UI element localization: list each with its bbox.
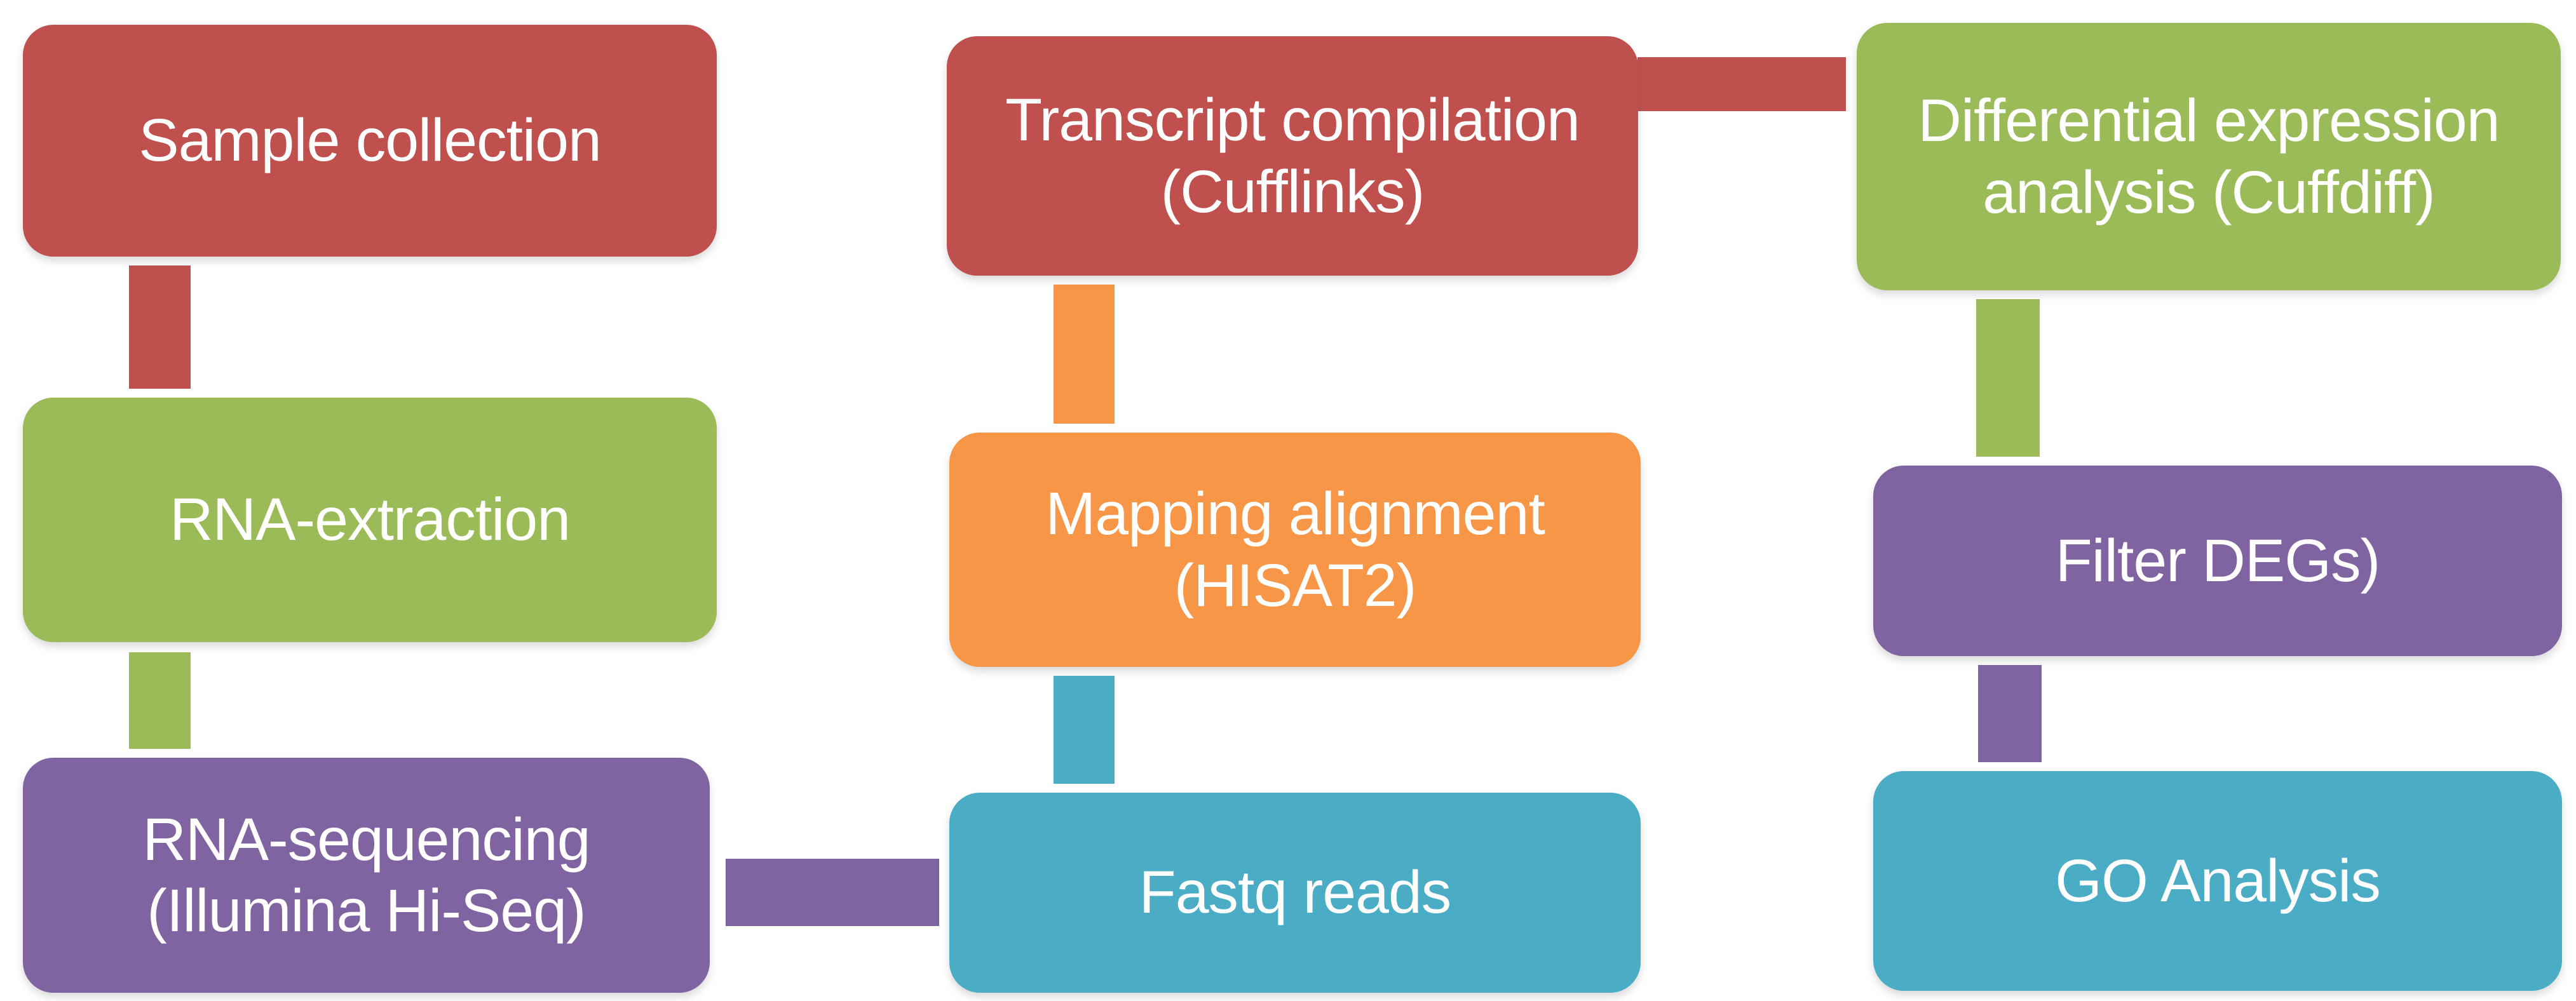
node-label: analysis (Cuffdiff) bbox=[1983, 158, 2435, 226]
node-transcript-compilation: Transcript compilation (Cufflinks) bbox=[947, 36, 1638, 276]
node-label: Transcript compilation bbox=[1005, 86, 1580, 154]
node-label: (Illumina Hi-Seq) bbox=[147, 877, 586, 944]
connector-filter-to-go bbox=[1978, 665, 2042, 762]
connector-mapping-to-transcript bbox=[1054, 285, 1115, 424]
node-label: Mapping alignment bbox=[1045, 480, 1545, 548]
node-label: GO Analysis bbox=[2055, 847, 2381, 915]
node-go-analysis: GO Analysis bbox=[1873, 771, 2562, 991]
connector-sample-to-extraction bbox=[129, 265, 191, 389]
node-label: Filter DEGs) bbox=[2055, 527, 2380, 595]
node-label: RNA-sequencing bbox=[142, 805, 590, 873]
node-rna-extraction: RNA-extraction bbox=[23, 398, 717, 642]
node-label: Fastq reads bbox=[1139, 859, 1452, 927]
node-fastq-reads: Fastq reads bbox=[949, 793, 1641, 993]
connector-fastq-to-mapping bbox=[1054, 676, 1115, 784]
node-label: Differential expression bbox=[1918, 87, 2500, 155]
node-differential-expression: Differential expression analysis (Cuffdi… bbox=[1857, 23, 2561, 290]
node-mapping-alignment: Mapping alignment (HISAT2) bbox=[949, 433, 1641, 667]
node-sample-collection: Sample collection bbox=[23, 25, 717, 257]
connector-differential-to-filter bbox=[1976, 299, 2040, 457]
node-label: Sample collection bbox=[139, 107, 602, 175]
connector-extraction-to-sequencing bbox=[129, 652, 191, 749]
node-label: (Cufflinks) bbox=[1160, 158, 1425, 225]
node-rna-sequencing: RNA-sequencing (Illumina Hi-Seq) bbox=[23, 758, 710, 993]
node-label: RNA-extraction bbox=[169, 486, 571, 554]
connector-transcript-to-differential bbox=[1637, 57, 1846, 111]
connector-sequencing-to-fastq bbox=[726, 859, 939, 926]
node-label: (HISAT2) bbox=[1174, 551, 1417, 619]
node-filter-degs: Filter DEGs) bbox=[1873, 466, 2562, 656]
